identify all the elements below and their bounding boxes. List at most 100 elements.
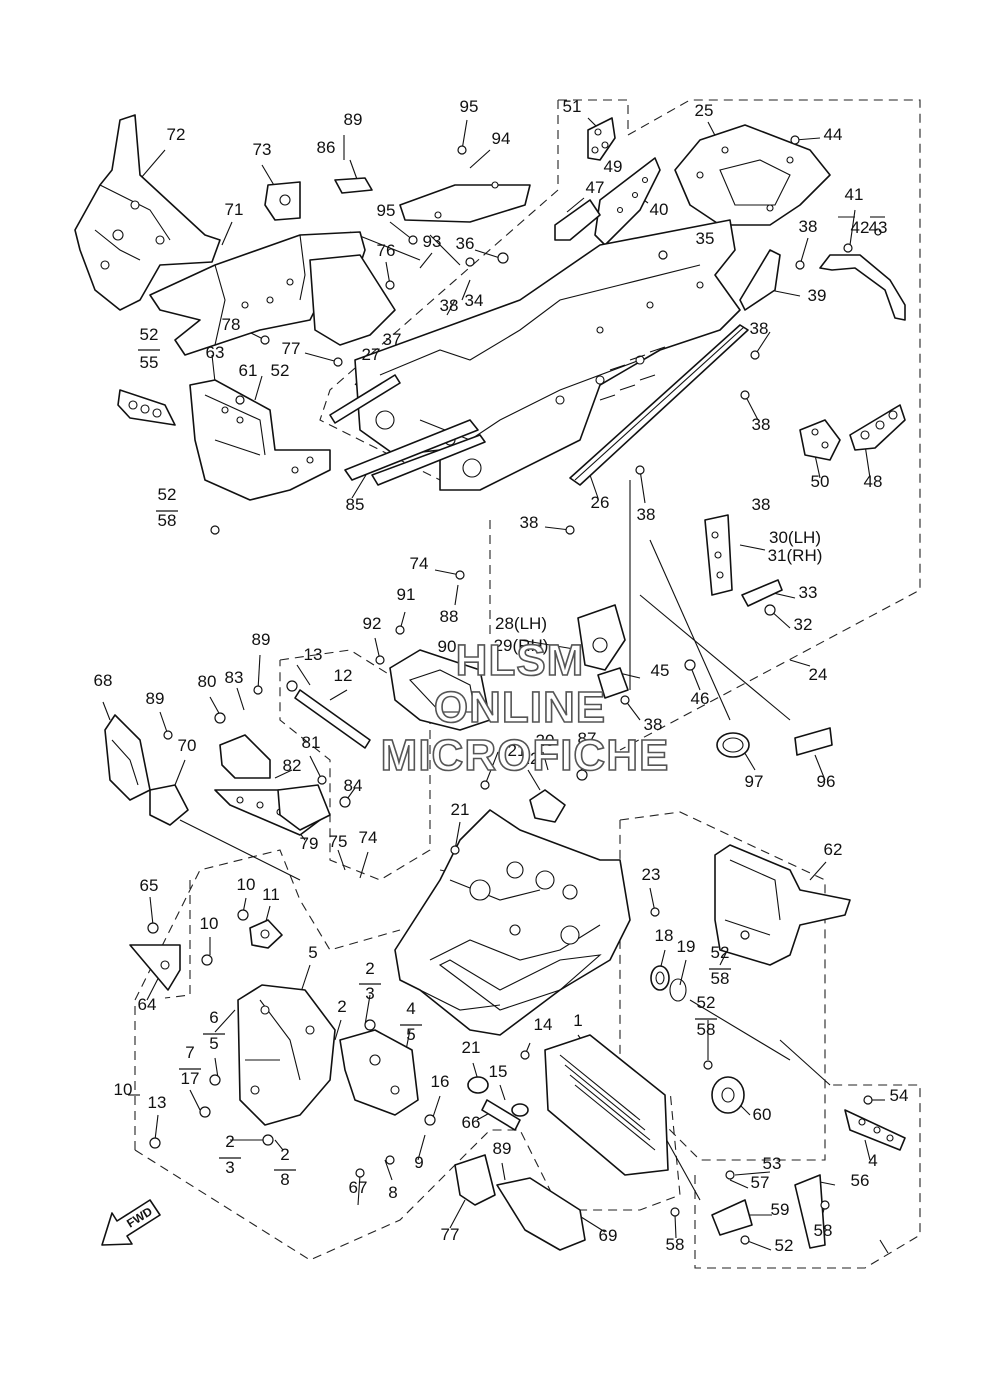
callout-label: 91 xyxy=(397,585,416,604)
part-81-plate xyxy=(277,784,331,831)
callout-label: 5 xyxy=(406,1025,415,1044)
callout-label: 39 xyxy=(808,286,827,305)
callout-label: 77 xyxy=(441,1225,460,1244)
callout-label: 38 xyxy=(752,415,771,434)
callout-label: 87 xyxy=(578,729,597,748)
part-57-stay xyxy=(794,1174,826,1249)
callout-label: 52 xyxy=(271,361,290,380)
callout-label: 23 xyxy=(642,865,661,884)
callout-label: 16 xyxy=(431,1072,450,1091)
callout-label: 52 xyxy=(775,1236,794,1255)
part-82-bracket xyxy=(219,734,271,779)
callout-label: 42 xyxy=(851,218,870,237)
part-67-guard xyxy=(496,1177,586,1251)
part-62-plate xyxy=(714,844,851,966)
callout-label: 48 xyxy=(864,472,883,491)
part-55-plate xyxy=(117,389,176,426)
callout-label: 60 xyxy=(753,1105,772,1124)
callout-label: 21 xyxy=(462,1038,481,1057)
callout-label: 22 xyxy=(521,749,540,768)
part-14-heat-exchanger xyxy=(544,1034,669,1176)
callout-label: 38 xyxy=(520,513,539,532)
callout-label: 66 xyxy=(462,1113,481,1132)
callout-label: 88 xyxy=(440,607,459,626)
part-17-collar xyxy=(467,1076,489,1094)
callout-label: 90 xyxy=(438,637,457,656)
callout-label: 37 xyxy=(383,330,402,349)
callout-label: 64 xyxy=(138,995,157,1014)
callout-label: 10 xyxy=(237,875,256,894)
callout-label: 77 xyxy=(282,339,301,358)
callout-label: 21 xyxy=(508,741,527,760)
callout-label: 83 xyxy=(225,668,244,687)
callout-label: 13 xyxy=(304,645,323,664)
callout-label: 53 xyxy=(763,1154,782,1173)
callout-label: 95 xyxy=(460,97,479,116)
callout-label: 28(LH) xyxy=(495,614,547,633)
callout-label: 25 xyxy=(695,101,714,120)
callout-label: 13 xyxy=(148,1093,167,1112)
callout-label: 89 xyxy=(493,1139,512,1158)
part-94-plate xyxy=(399,181,531,223)
part-50-plate xyxy=(799,419,841,461)
part-73-bracket xyxy=(264,181,301,221)
part-71-upper-frame xyxy=(149,231,396,356)
part-30-plate xyxy=(704,514,733,596)
callout-label: 8 xyxy=(280,1170,289,1189)
watermark-line-2: ONLINE xyxy=(434,683,606,732)
part-11-mount xyxy=(249,919,283,949)
part-72-side-panel xyxy=(74,114,221,311)
part-2-bracket xyxy=(339,1029,419,1116)
callout-label: 30(LH) xyxy=(769,528,821,547)
part-86-clip xyxy=(334,177,373,194)
part-41-bar xyxy=(819,254,906,321)
callout-label: 73 xyxy=(253,140,272,159)
callout-label: 62 xyxy=(824,840,843,859)
callout-label: 58 xyxy=(814,1221,833,1240)
callout-label: 9 xyxy=(414,1153,423,1172)
callout-label: 6 xyxy=(209,1008,218,1027)
callout-label: 44 xyxy=(824,125,843,144)
callout-label: 29(RH) xyxy=(494,636,549,655)
callout-label: 65 xyxy=(140,876,159,895)
callout-label: 3 xyxy=(225,1158,234,1177)
callout-label: 11 xyxy=(262,885,280,904)
callout-label: 45 xyxy=(651,661,670,680)
callout-label: 21 xyxy=(451,800,470,819)
callout-label: 52 xyxy=(140,325,159,344)
callout-label: 75 xyxy=(329,832,348,851)
callout-label: 15 xyxy=(489,1062,508,1081)
callout-label: 96 xyxy=(817,772,836,791)
callout-label: 74 xyxy=(359,828,378,847)
callout-label: 78 xyxy=(222,315,241,334)
callout-label: 38 xyxy=(440,296,459,315)
callout-label: 12 xyxy=(334,666,353,685)
callout-label: 52 xyxy=(697,993,716,1012)
callout-label: 58 xyxy=(666,1235,685,1254)
callout-label: 32 xyxy=(794,615,813,634)
callout-label: 24 xyxy=(809,665,828,684)
callout-label: 26 xyxy=(591,493,610,512)
part-69-boot xyxy=(454,1154,496,1206)
callout-label: 63 xyxy=(206,343,225,362)
part-5-bracket xyxy=(237,984,336,1126)
callout-label: 2 xyxy=(225,1132,234,1151)
fasteners xyxy=(147,135,882,1245)
callout-label: 10 xyxy=(114,1080,133,1099)
callout-label: 92 xyxy=(363,614,382,633)
part-15-tube xyxy=(481,1099,529,1131)
callout-label: 95 xyxy=(377,201,396,220)
callout-label: 55 xyxy=(140,353,159,372)
callout-label: 58 xyxy=(711,969,730,988)
callout-label: 2 xyxy=(365,959,374,978)
callout-label: 72 xyxy=(167,125,186,144)
part-51-bracket xyxy=(587,117,616,161)
callout-label: 76 xyxy=(377,241,396,260)
callout-label: 34 xyxy=(465,291,484,310)
callout-label: 50 xyxy=(811,472,830,491)
callout-label: 52 xyxy=(711,943,730,962)
part-64-bracket xyxy=(129,944,181,991)
watermark-line-1: HLSM xyxy=(456,636,585,685)
callout-label: 86 xyxy=(317,138,336,157)
callout-label: 33 xyxy=(799,583,818,602)
